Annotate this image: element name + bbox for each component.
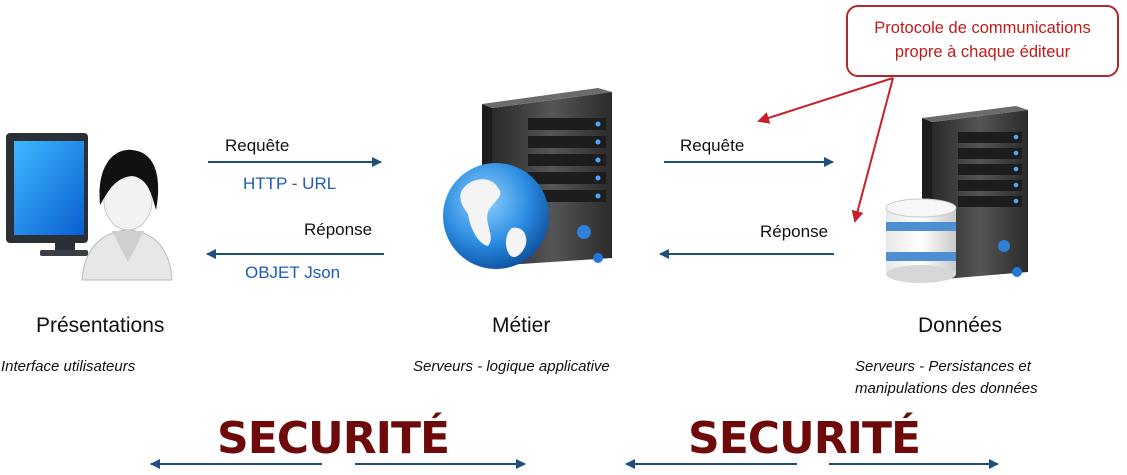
right-request-label: Requête — [680, 136, 745, 155]
callout-line-2: propre à chaque éditeur — [894, 43, 1071, 61]
tier-description-donnees-line-2: manipulations des données — [855, 380, 1038, 397]
server-database-icon — [885, 106, 1028, 283]
tier-name-presentations: Présentations — [36, 314, 165, 337]
tier-description-donnees: Serveurs - Persistances et manipulations… — [855, 356, 1038, 400]
tier-description-metier: Serveurs - logique applicative — [413, 358, 610, 375]
security-label-right: SECURITÉ — [688, 413, 921, 464]
callout-pointer-1 — [757, 77, 894, 124]
tier-name-metier: Métier — [492, 314, 551, 337]
left-request-protocol: HTTP - URL — [243, 174, 337, 193]
left-response-format: OBJET Json — [245, 263, 341, 282]
left-request-label: Requête — [225, 136, 290, 155]
left-response-label: Réponse — [304, 220, 373, 239]
server-globe-icon — [443, 88, 612, 269]
tier-description-donnees-line-1: Serveurs - Persistances et — [855, 358, 1031, 375]
tier-name-donnees: Données — [918, 314, 1003, 337]
user-computer-icon — [6, 133, 173, 281]
security-label-left: SECURITÉ — [217, 413, 450, 464]
right-response-label: Réponse — [760, 222, 829, 241]
callout-line-1: Protocole de communications — [874, 19, 1091, 37]
callout-pointer-2 — [851, 77, 894, 223]
tier-description-presentations: Interface utilisateurs — [1, 358, 136, 375]
callout-box: Protocole de communications propre à cha… — [846, 5, 1119, 77]
